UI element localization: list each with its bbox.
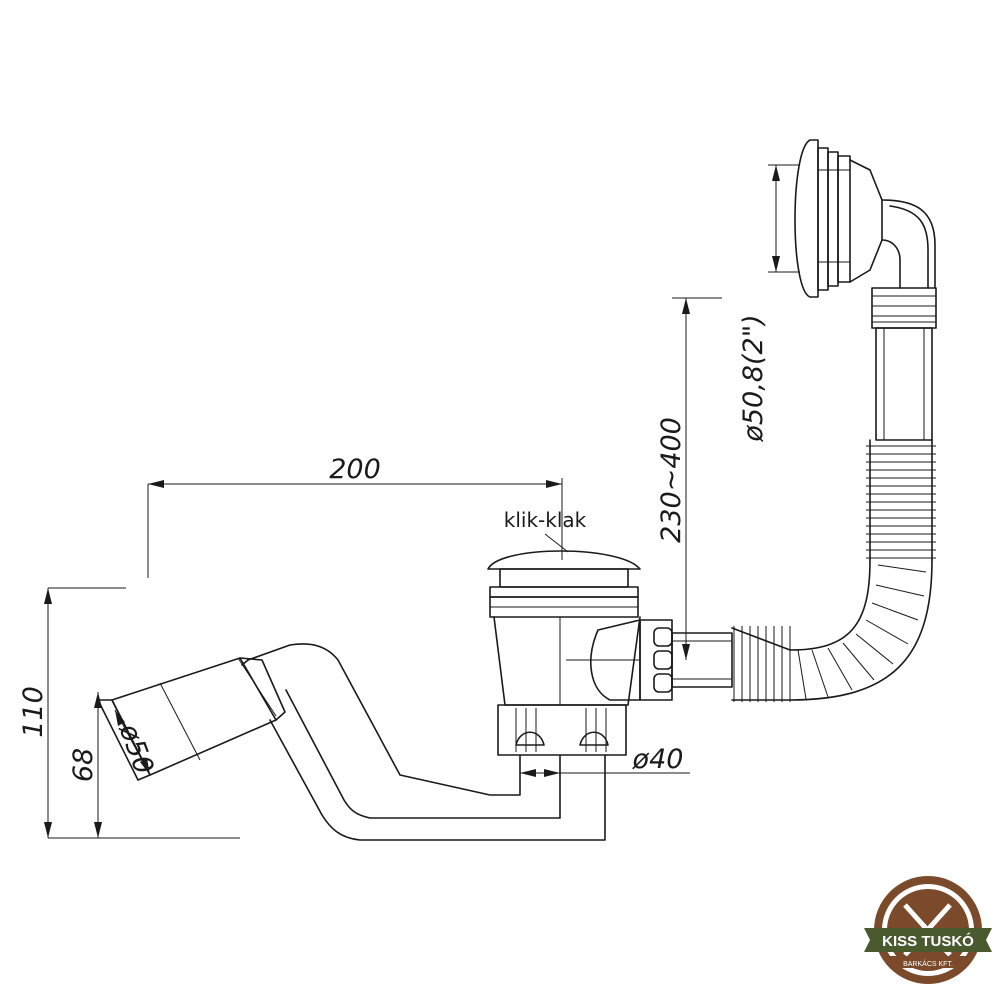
overflow-nut-at-drain (639, 619, 673, 701)
dim-outlet-diameter (114, 709, 151, 776)
dim-total-height-label: 110 (18, 686, 49, 738)
corrugated-bend (789, 559, 933, 701)
drain-body (493, 616, 641, 706)
dim-drain-diameter (520, 769, 690, 777)
dim-outlet-diameter-label: ø50 (112, 719, 159, 778)
click-clack-plug (487, 550, 641, 618)
dim-overflow-height-label: 230~400 (656, 417, 687, 543)
logo-brand: KISS TUSKÓ (882, 932, 974, 950)
overflow-tube (875, 327, 933, 441)
dim-total-height (44, 587, 240, 839)
dim-outlet-height-label: 68 (68, 748, 99, 782)
dim-overflow-height (672, 297, 722, 660)
logo-subtitle: BARKÁCS KFT. (903, 959, 953, 968)
valve-label: klik-klak (504, 508, 587, 532)
overflow-cover (794, 139, 883, 298)
dim-overflow-diameter-label: ø50,8(2") (738, 314, 769, 442)
waste-pipe (241, 643, 606, 841)
overflow-corrugated-horizontal (731, 626, 791, 702)
overflow-connector-tube (671, 632, 733, 688)
dim-width-label: 200 (329, 454, 381, 485)
drain-nut (497, 704, 627, 756)
overflow-elbow (881, 199, 936, 289)
overflow-nut (871, 287, 937, 329)
brand-logo: KISS TUSKÓ BARKÁCS KFT. (864, 876, 992, 984)
dim-width (147, 478, 563, 578)
valve-leader (544, 533, 569, 553)
dim-overflow-cover (768, 164, 800, 273)
dim-outlet-height (94, 692, 102, 838)
overflow-corrugated-hose (866, 439, 936, 561)
dim-drain-diameter-label: ø40 (632, 744, 684, 775)
